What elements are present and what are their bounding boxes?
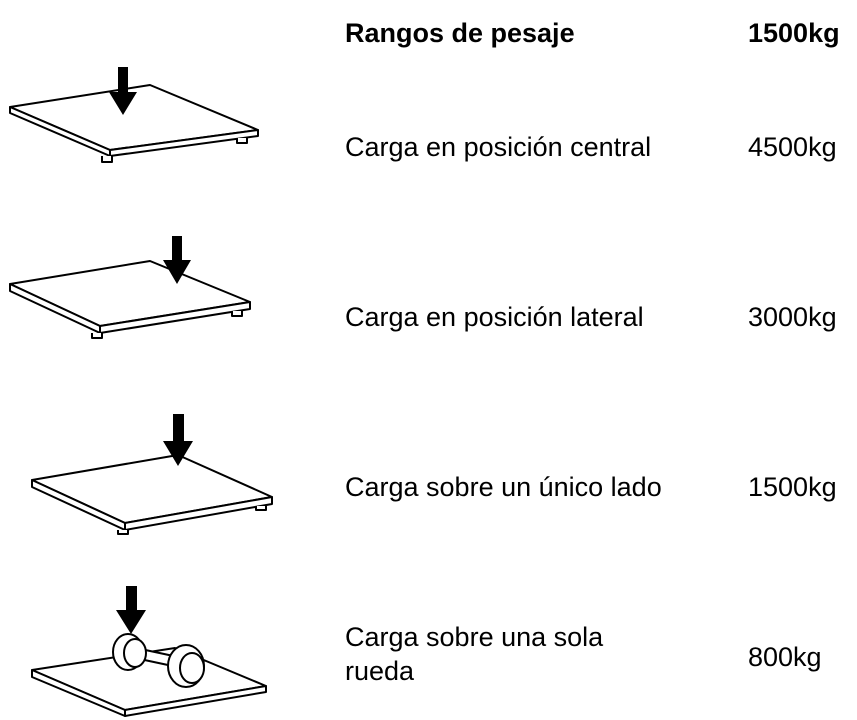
row-value: 1500kg — [748, 472, 837, 502]
row-value: 4500kg — [748, 132, 837, 162]
row-label: Carga en posición lateral — [345, 302, 644, 332]
scale-edge-load-icon — [0, 414, 300, 535]
row-value: 3000kg — [748, 302, 837, 332]
weighing-range-heading: Rangos de pesaje — [345, 18, 575, 48]
scale-center-load-icon — [0, 67, 300, 165]
scale-side-load-icon — [0, 236, 300, 340]
row-value: 800kg — [748, 642, 822, 672]
row-label: Carga sobre un único lado — [345, 472, 662, 502]
weighing-range-value: 1500kg — [748, 18, 840, 48]
scale-wheel-load-icon — [0, 586, 300, 718]
row-label: Carga sobre una sola rueda — [345, 622, 604, 686]
row-label: Carga en posición central — [345, 132, 652, 162]
